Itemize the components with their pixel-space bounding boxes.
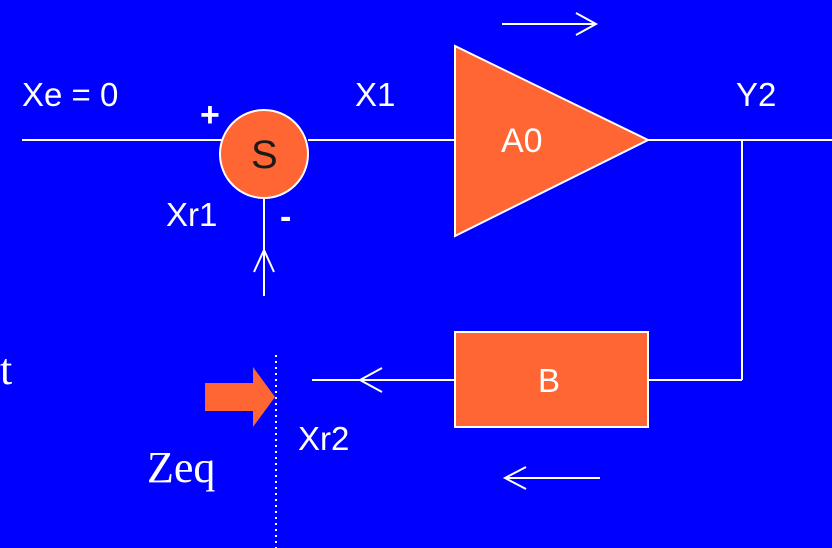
minus-sign: - <box>280 198 292 236</box>
x1-label: X1 <box>355 76 396 113</box>
feedback-block <box>454 331 649 428</box>
plus-sign: + <box>200 96 220 134</box>
xr1-label: Xr1 <box>166 196 218 233</box>
feedback-arrowhead <box>357 367 383 393</box>
feedback-block-label: B <box>538 362 561 399</box>
summing-junction <box>219 109 309 199</box>
xr2-label: Xr2 <box>298 420 350 457</box>
reverse-direction-arrowhead <box>502 466 527 490</box>
xr1-arrowhead <box>253 247 275 273</box>
zeq-label: Zeq <box>147 443 216 492</box>
y2-label: Y2 <box>736 76 777 113</box>
amplifier-triangle <box>454 44 651 238</box>
forward-direction-arrowhead <box>575 12 599 36</box>
summer-label: S <box>251 133 278 177</box>
xe-label: Xe = 0 <box>22 76 119 113</box>
amplifier-label: A0 <box>501 122 543 160</box>
t-label: t <box>0 345 13 394</box>
zeq-block-arrow <box>205 367 275 427</box>
